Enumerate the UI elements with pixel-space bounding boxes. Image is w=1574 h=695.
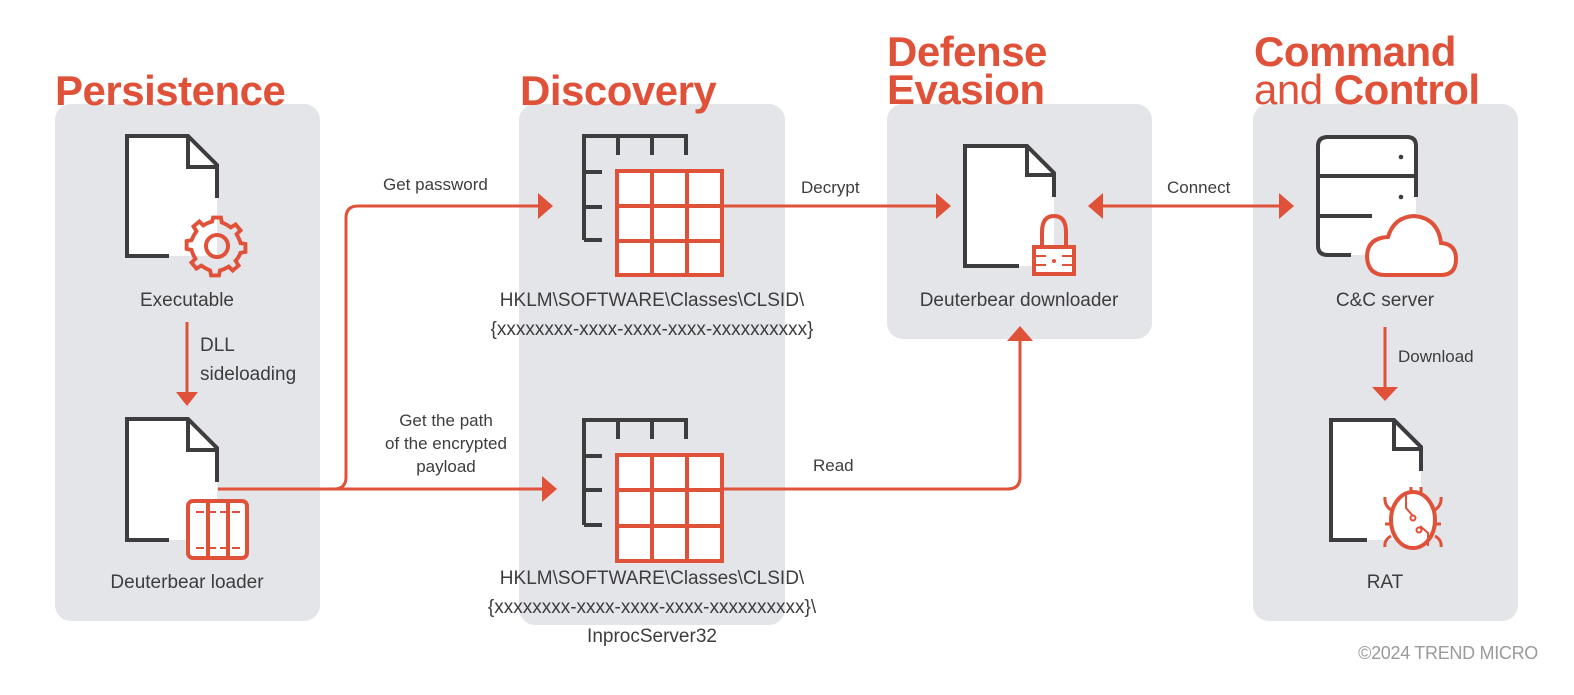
loader-label: Deuterbear loader bbox=[110, 572, 264, 593]
arrow-read bbox=[723, 326, 1033, 491]
registry-payload-line2: {xxxxxxxx-xxxx-xxxx-xxxx-xxxxxxxxxx}\ bbox=[487, 597, 817, 618]
registry-password-line1: HKLM\SOFTWARE\Classes\CLSID\ bbox=[499, 290, 805, 311]
file-lock-icon bbox=[963, 144, 1076, 276]
discovery-title: Discovery bbox=[520, 67, 717, 114]
rat-label: RAT bbox=[1366, 572, 1404, 593]
defense-evasion-title-line1: Defense bbox=[887, 28, 1047, 75]
c2-title-control: Control bbox=[1333, 66, 1480, 113]
c2-title-line2: and Control bbox=[1254, 69, 1480, 111]
decrypt-label: Decrypt bbox=[801, 178, 860, 197]
get-path-line2: of the encrypted bbox=[385, 434, 507, 453]
file-bug-icon bbox=[1329, 418, 1443, 550]
get-path-line3: payload bbox=[416, 457, 476, 476]
copyright-notice: ©2024 TREND MICRO bbox=[1358, 643, 1538, 663]
arrow-decrypt bbox=[723, 193, 951, 219]
arrow-get-path bbox=[290, 476, 557, 502]
get-path-label: Get the path of the encrypted payload bbox=[385, 409, 507, 478]
discovery-heading: Discovery bbox=[520, 70, 717, 112]
registry-table-icon bbox=[582, 418, 724, 563]
c2-title-and: and bbox=[1254, 66, 1334, 113]
registry-payload-path: HKLM\SOFTWARE\Classes\CLSID\ {xxxxxxxx-x… bbox=[488, 564, 816, 651]
persistence-title: Persistence bbox=[55, 67, 286, 114]
dll-sideloading-line1: DLL bbox=[200, 335, 235, 356]
dll-sideloading-label: DLL sideloading bbox=[200, 331, 296, 389]
registry-payload-line1: HKLM\SOFTWARE\Classes\CLSID\ bbox=[499, 568, 805, 589]
registry-password-path: HKLM\SOFTWARE\Classes\CLSID\ {xxxxxxxx-x… bbox=[491, 286, 814, 344]
arrow-download bbox=[1372, 327, 1398, 401]
arrow-dll-sideloading bbox=[176, 322, 198, 406]
get-password-label: Get password bbox=[383, 175, 488, 194]
arrow-connect bbox=[1088, 193, 1294, 219]
c2-title-line1: Command bbox=[1254, 28, 1456, 75]
server-cloud-icon bbox=[1316, 135, 1459, 277]
download-label: Download bbox=[1398, 347, 1474, 366]
c2-heading: Command and Control bbox=[1254, 28, 1480, 111]
defense-evasion-title-line2: Evasion bbox=[887, 66, 1045, 113]
cc-server-label: C&C server bbox=[1335, 290, 1435, 311]
read-label: Read bbox=[813, 456, 854, 475]
defense-evasion-heading: Defense Evasion bbox=[887, 28, 1047, 113]
connect-label: Connect bbox=[1167, 178, 1231, 197]
file-gear-icon bbox=[125, 134, 248, 278]
get-path-line1: Get the path bbox=[399, 411, 493, 430]
file-archive-icon bbox=[125, 417, 249, 560]
persistence-heading: Persistence bbox=[55, 70, 286, 112]
dll-sideloading-line2: sideloading bbox=[200, 364, 297, 385]
registry-table-icon bbox=[582, 134, 724, 277]
downloader-label: Deuterbear downloader bbox=[919, 290, 1119, 311]
registry-password-line2: {xxxxxxxx-xxxx-xxxx-xxxx-xxxxxxxxxx} bbox=[490, 319, 814, 340]
registry-payload-line3: InprocServer32 bbox=[587, 626, 717, 647]
executable-label: Executable bbox=[139, 290, 235, 311]
